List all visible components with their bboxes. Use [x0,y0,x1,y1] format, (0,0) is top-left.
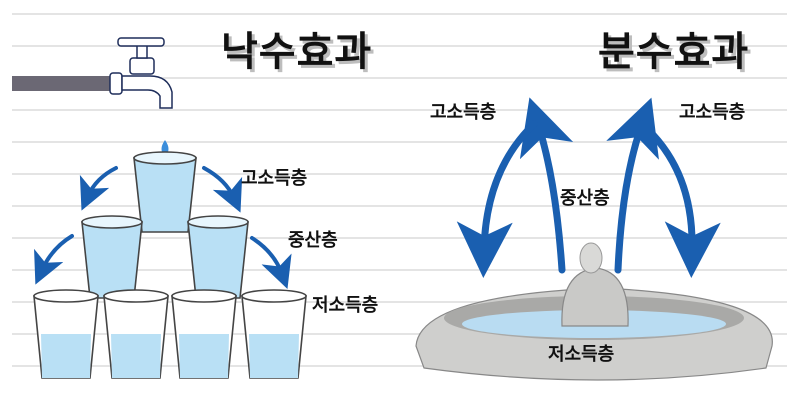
fountain-icon [415,242,773,381]
label-high-income-right: 고소득층 [679,102,746,123]
label-low-income-fountain: 저소득층 [548,344,615,365]
title-trickle-down: 낙수효과 [221,29,373,75]
label-middle-class: 중산층 [288,230,338,251]
cup-pyramid [33,151,307,379]
faucet-icon [12,37,173,109]
trickle-arrows [34,166,292,290]
title-fountain: 분수효과 [598,29,750,75]
label-high-income: 고소득층 [241,168,308,189]
label-low-income: 저소득층 [312,295,379,316]
fountain-arrows [456,97,721,278]
label-middle-class-fountain: 중산층 [560,188,610,209]
label-high-income-left: 고소득층 [430,102,497,123]
notebook-lines [12,0,787,401]
